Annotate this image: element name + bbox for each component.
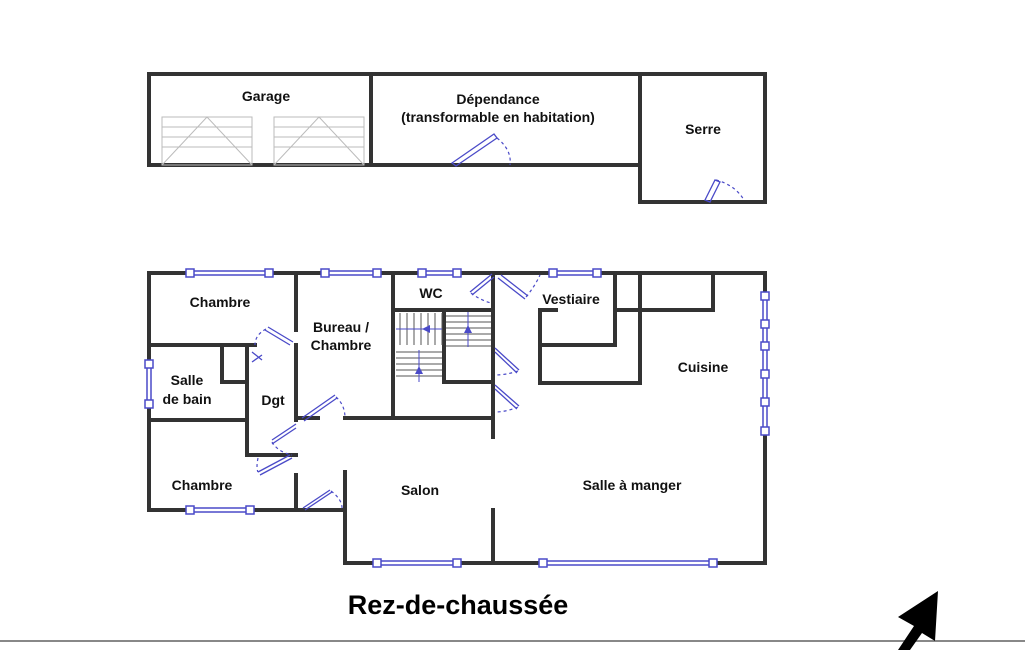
outbuilding-walls (147, 72, 767, 204)
room-label-dependance-note: (transformable en habitation) (401, 109, 595, 125)
cursor-arrow-icon (898, 591, 938, 650)
room-label-garage: Garage (242, 88, 290, 104)
house-walls (147, 271, 767, 565)
room-label-chambre-1: Chambre (190, 294, 251, 310)
floor-title: Rez-de-chaussée (348, 590, 569, 620)
windows (144, 268, 770, 568)
outbuilding-doors (450, 133, 745, 203)
room-label-serre: Serre (685, 121, 721, 137)
stair-arrow-icon (415, 366, 423, 374)
room-label-wc: WC (419, 285, 442, 301)
stair-arrow-icon (422, 325, 430, 333)
room-label-salle-a-manger: Salle à manger (583, 477, 682, 493)
room-label-bureau: Bureau / (313, 319, 369, 335)
room-label-cuisine: Cuisine (678, 359, 729, 375)
room-label-dgt: Dgt (261, 392, 285, 408)
room-label-salle-de-bain: Salle (171, 372, 204, 388)
bottom-divider (0, 640, 1025, 642)
room-label-bureau-2: Chambre (311, 337, 372, 353)
room-label-vestiaire: Vestiaire (542, 291, 600, 307)
room-label-chambre-2: Chambre (172, 477, 233, 493)
room-label-dependance: Dépendance (456, 91, 539, 107)
house-doors (251, 273, 541, 511)
stair-arrow-icon (464, 325, 472, 333)
stairs (396, 312, 491, 382)
room-label-salon: Salon (401, 482, 439, 498)
garage-doors (161, 116, 365, 166)
room-label-salle-de-bain-2: de bain (162, 391, 211, 407)
